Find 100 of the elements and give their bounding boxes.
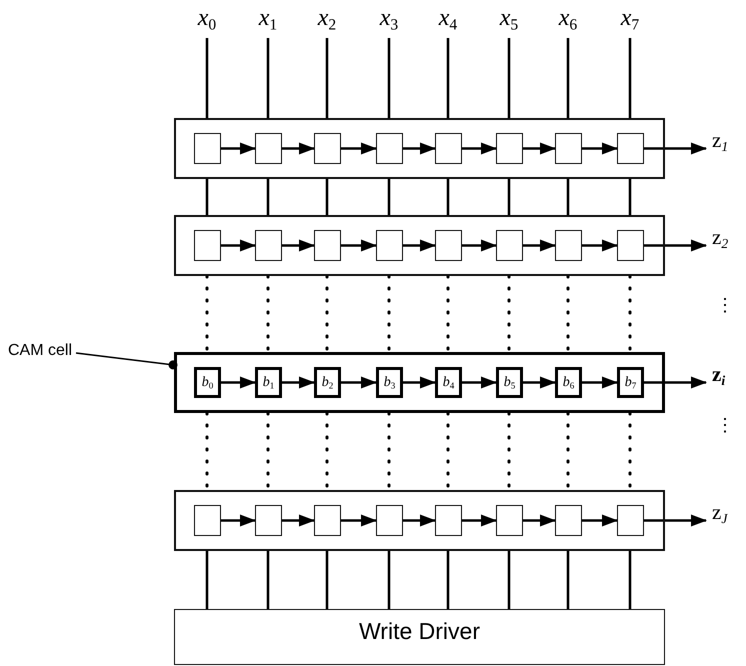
- connector-line: [508, 274, 510, 354]
- arrow: [462, 514, 497, 526]
- input-label: x$_{5}$: [489, 6, 529, 30]
- input-label: x$_{2}$: [307, 6, 347, 30]
- continuation-dots: ⋮: [716, 416, 734, 434]
- connector-line: [326, 551, 328, 609]
- arrow: [462, 142, 497, 154]
- arrow: [221, 376, 256, 388]
- connector-line: [508, 179, 510, 215]
- continuation-dots: ⋮: [716, 296, 734, 314]
- arrow: [282, 514, 315, 526]
- leader-line: [76, 352, 178, 370]
- cam-cell-box: [435, 230, 462, 261]
- connector-line: [266, 38, 270, 118]
- cam-cell-box: [555, 230, 582, 261]
- bit-label: b$_{1}$: [262, 376, 274, 390]
- connector-line: [628, 179, 632, 215]
- cam-cell-box: [314, 133, 341, 164]
- arrow: [403, 240, 436, 252]
- cam-cell-box: [496, 505, 523, 536]
- arrow: [403, 142, 436, 154]
- cam-cell-box: [376, 230, 403, 261]
- connector-line: [566, 551, 570, 609]
- input-label: x$_{6}$: [548, 6, 588, 30]
- connector-line: [566, 38, 570, 118]
- arrow: [341, 376, 377, 388]
- input-label: x$_{7}$: [610, 6, 650, 30]
- output-label: z$_{i}$: [712, 364, 726, 385]
- bit-label: b$_{5}$: [504, 376, 516, 390]
- bit-label: b$_{4}$: [442, 376, 454, 390]
- connector-line: [446, 179, 450, 215]
- connector-line: [388, 274, 390, 354]
- arrow: [462, 240, 497, 252]
- arrow: [282, 240, 315, 252]
- cam-cell-box: [435, 133, 462, 164]
- cam-cell-box: [617, 133, 644, 164]
- cam-cell-box: [255, 133, 282, 164]
- cam-cell-box: [496, 230, 523, 261]
- connector-line: [446, 38, 450, 118]
- connector-line: [388, 38, 390, 118]
- connector-line: [206, 179, 208, 215]
- cam-cell-box: [194, 367, 221, 398]
- arrow: [403, 376, 436, 388]
- cam-cell-box: [617, 505, 644, 536]
- connector-line: [206, 274, 208, 354]
- input-label: x$_{1}$: [248, 6, 288, 30]
- cam-cell-box: [314, 505, 341, 536]
- connector-line: [326, 274, 328, 354]
- connector-line: [206, 38, 208, 118]
- output-label: z$_{1}$: [712, 130, 728, 151]
- cam-cell-box: [376, 367, 403, 398]
- arrow: [282, 376, 315, 388]
- arrow: [341, 514, 377, 526]
- cam-cell-box: [435, 367, 462, 398]
- connector-line: [628, 38, 632, 118]
- input-label: x$_{4}$: [428, 6, 468, 30]
- cam-cell-box: [617, 230, 644, 261]
- arrow: [523, 514, 556, 526]
- cam-cell-box: [496, 133, 523, 164]
- connector-line: [566, 274, 570, 354]
- cam-word-row: [174, 215, 665, 276]
- cam-cell-box: [255, 367, 282, 398]
- bit-label: b$_{6}$: [562, 376, 574, 390]
- cam-cell-box: [555, 367, 582, 398]
- input-label: x$_{0}$: [187, 6, 227, 30]
- arrow: [221, 142, 256, 154]
- connector-line: [446, 551, 450, 609]
- connector-line: [388, 551, 390, 609]
- arrow: [282, 142, 315, 154]
- connector-line: [446, 274, 450, 354]
- bit-label: b$_{3}$: [384, 376, 396, 390]
- cam-cell-box: [314, 367, 341, 398]
- arrow: [582, 514, 618, 526]
- arrow: [523, 376, 556, 388]
- input-label: x$_{3}$: [369, 6, 409, 30]
- arrow: [523, 240, 556, 252]
- write-driver-box: [174, 609, 665, 665]
- cam-cell-box: [194, 230, 221, 261]
- cam-cell-box: [435, 505, 462, 536]
- arrow: [582, 376, 618, 388]
- block-label: Write Driver: [359, 620, 480, 644]
- connector-line: [628, 551, 632, 609]
- arrow: [644, 240, 707, 252]
- cam-cell-box: [194, 133, 221, 164]
- arrow: [582, 240, 618, 252]
- callout-label: CAM cell: [8, 343, 72, 359]
- output-label: z$_{2}$: [712, 227, 728, 248]
- bit-label: b$_{0}$: [202, 376, 214, 390]
- arrow: [403, 514, 436, 526]
- cam-cell-box: [194, 505, 221, 536]
- cam-cell-box: [314, 230, 341, 261]
- connector-line: [508, 551, 510, 609]
- arrow: [341, 240, 377, 252]
- arrow: [582, 142, 618, 154]
- arrow: [221, 514, 256, 526]
- cam-cell-box: [376, 133, 403, 164]
- output-label: z$_{J}$: [712, 502, 728, 523]
- connector-line: [566, 179, 570, 215]
- arrow: [221, 240, 256, 252]
- cam-cell-box: [496, 367, 523, 398]
